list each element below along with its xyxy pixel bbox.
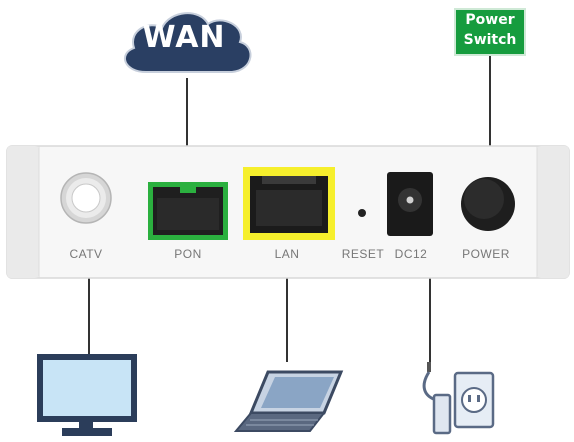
power-switch-label-line2: Switch (463, 32, 517, 48)
port-label-reset: RESET (341, 247, 385, 261)
catv-port (60, 172, 112, 224)
port-label-power: POWER (462, 247, 510, 261)
wall-socket-icon (453, 371, 495, 429)
dc12-jack (387, 172, 433, 236)
laptop-icon (233, 370, 344, 432)
power-adapter-icon (422, 362, 452, 435)
power-switch-callout: Power Switch (454, 8, 526, 56)
port-label-lan: LAN (274, 247, 300, 261)
port-label-dc12: DC12 (394, 247, 428, 261)
lan-port (243, 167, 335, 240)
wan-cloud-icon (123, 12, 252, 73)
port-label-pon: PON (174, 247, 202, 261)
monitor-icon (37, 354, 137, 436)
pon-port (148, 182, 228, 240)
power-switch-label-line1: Power (465, 12, 515, 28)
reset-pinhole (358, 209, 366, 217)
power-button (461, 177, 515, 231)
wan-label: WAN (142, 20, 226, 55)
port-label-catv: CATV (69, 247, 103, 261)
